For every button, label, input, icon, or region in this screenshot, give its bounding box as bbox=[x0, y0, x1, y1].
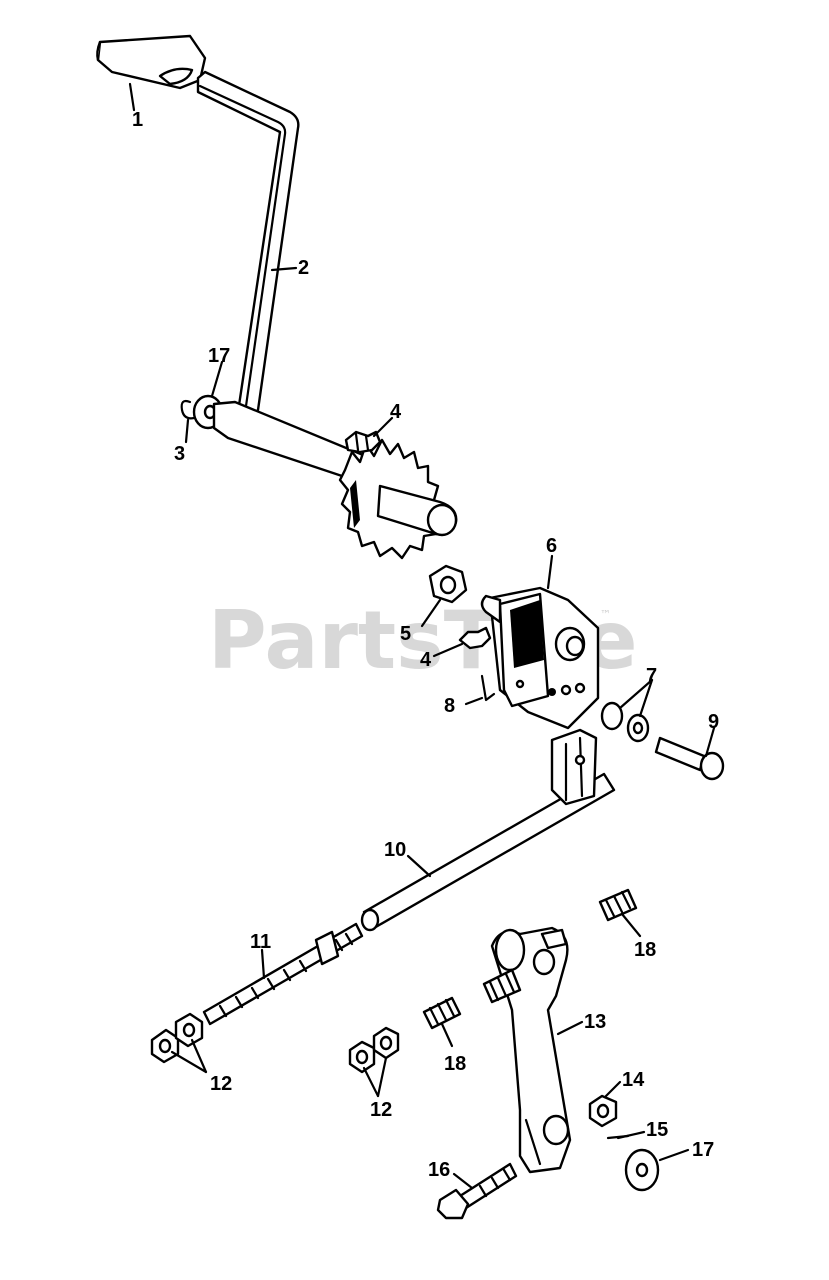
retaining-clip bbox=[180, 399, 196, 420]
callout-12-middle: 12 bbox=[370, 1099, 392, 1121]
washers-pair bbox=[600, 701, 650, 743]
callout-18-middle: 18 bbox=[444, 1053, 466, 1075]
control-rod bbox=[360, 728, 616, 932]
callout-15: 15 bbox=[646, 1119, 668, 1141]
pedal-pad bbox=[96, 34, 207, 90]
gear bbox=[338, 438, 458, 560]
callout-6: 6 bbox=[546, 535, 557, 557]
washer-lower bbox=[624, 1148, 660, 1192]
spring-middle bbox=[422, 996, 462, 1030]
callout-17-lower: 17 bbox=[692, 1139, 714, 1161]
cotter-pin bbox=[480, 674, 496, 702]
callout-18-right: 18 bbox=[634, 939, 656, 961]
callout-4-upper: 4 bbox=[390, 401, 402, 423]
threaded-rod bbox=[202, 922, 364, 1026]
callout-7: 7 bbox=[646, 665, 657, 687]
callout-17-upper: 17 bbox=[208, 345, 230, 367]
sector-bracket bbox=[480, 586, 600, 730]
callout-13: 13 bbox=[584, 1011, 606, 1033]
spring-right bbox=[598, 888, 638, 922]
callout-10: 10 bbox=[384, 839, 406, 861]
hex-nut bbox=[428, 564, 468, 604]
callout-1: 1 bbox=[132, 109, 143, 131]
nut-pair-middle bbox=[348, 1026, 400, 1074]
nut-pair-left bbox=[150, 1012, 204, 1064]
watermark-trademark: ™ bbox=[600, 608, 611, 621]
callout-2: 2 bbox=[298, 257, 309, 279]
swing-arm bbox=[482, 926, 572, 1174]
callout-12-left: 12 bbox=[210, 1073, 232, 1095]
leader-lines bbox=[128, 82, 716, 1190]
callout-8: 8 bbox=[444, 695, 455, 717]
callout-14: 14 bbox=[622, 1069, 645, 1091]
callout-labels: 1 2 17 3 4 6 5 4 8 7 9 10 11 12 12 18 18… bbox=[132, 109, 719, 1181]
callout-16: 16 bbox=[428, 1159, 450, 1181]
callout-9: 9 bbox=[708, 711, 719, 733]
callout-4-lower: 4 bbox=[420, 649, 432, 671]
grease-fitting-upper bbox=[344, 430, 382, 454]
grease-fitting-lower bbox=[458, 626, 492, 650]
small-nut bbox=[588, 1094, 618, 1128]
hex-bolt bbox=[436, 1162, 518, 1220]
callout-5: 5 bbox=[400, 623, 411, 645]
callout-3: 3 bbox=[174, 443, 185, 465]
callout-11: 11 bbox=[250, 931, 271, 953]
clevis-pin bbox=[654, 736, 725, 781]
